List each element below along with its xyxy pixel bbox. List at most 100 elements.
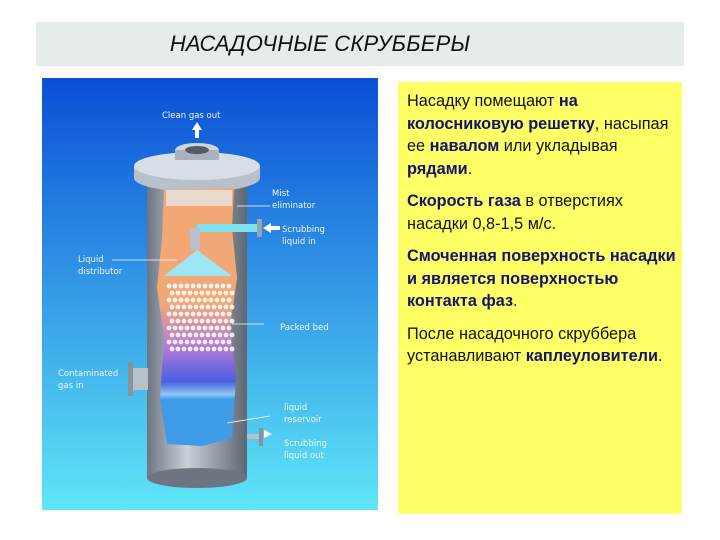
packing-element (187, 318, 193, 324)
text-run: или укладывая (499, 137, 618, 155)
packing-element (193, 332, 199, 338)
packing-element (220, 297, 226, 303)
packed-bed: (function(){var g=document.currentScript… (166, 283, 235, 352)
packing-element (184, 311, 190, 317)
label-liquid-reservoir-2: reservoir (284, 415, 322, 425)
label-mist-eliminator-2: eliminator (272, 201, 316, 211)
packing-element (169, 304, 175, 310)
packing-element (184, 297, 190, 303)
packing-element (166, 339, 172, 345)
packing-element (205, 318, 211, 324)
text-run: . (467, 159, 473, 178)
packing-element (217, 346, 223, 352)
packing-element (172, 325, 178, 331)
label-scrubbing-liquid-in: Scrubbing (282, 225, 325, 235)
packing-element (190, 339, 196, 345)
packing-element (187, 346, 193, 352)
packing-element (190, 325, 196, 331)
packing-element (175, 332, 181, 338)
packing-element (184, 339, 190, 345)
spray-cone (164, 250, 232, 276)
packing-element (211, 304, 217, 310)
text-run: Насадку помещают (407, 92, 559, 110)
packing-element (214, 325, 220, 331)
packing-element (205, 304, 211, 310)
label-scrubbing-liquid-out-2: liquid out (284, 451, 325, 461)
packing-element (166, 283, 172, 289)
packing-element (172, 311, 178, 317)
paragraph-gas-velocity: Скорость газа в отверстиях насадки 0,8-1… (407, 190, 676, 235)
cutaway-interior (157, 188, 237, 446)
packing-element (226, 325, 232, 331)
packing-element (196, 325, 202, 331)
packing-element (211, 290, 217, 296)
packing-element (223, 346, 229, 352)
label-scrubbing-liquid-in-2: liquid in (282, 237, 316, 247)
packing-element (169, 332, 175, 338)
packing-element (169, 346, 175, 352)
packing-element (178, 297, 184, 303)
packing-element (217, 290, 223, 296)
packing-element (211, 332, 217, 338)
packing-element (202, 283, 208, 289)
packing-element (229, 318, 235, 324)
packing-element (220, 325, 226, 331)
packing-element (223, 332, 229, 338)
packing-element (211, 318, 217, 324)
packing-element (205, 346, 211, 352)
text-run: в отверстиях насадки 0,8-1,5 м/с. (407, 192, 623, 233)
packing-element (226, 311, 232, 317)
packing-element (187, 290, 193, 296)
packing-element (184, 283, 190, 289)
label-contaminated-gas-in-2: gas in (58, 381, 83, 391)
slide-title: НАСАДОЧНЫЕ СКРУББЕРЫ (169, 31, 471, 56)
packing-element (202, 297, 208, 303)
packing-element (208, 283, 214, 289)
packing-element (193, 318, 199, 324)
packing-element (202, 311, 208, 317)
packing-element (217, 332, 223, 338)
packing-element (175, 290, 181, 296)
packing-element (187, 332, 193, 338)
packing-element (199, 346, 205, 352)
packing-element (217, 318, 223, 324)
packing-element (175, 346, 181, 352)
packing-element (166, 311, 172, 317)
packing-element (220, 283, 226, 289)
scrubber-diagram: (function(){var g=document.currentScript… (42, 78, 378, 510)
packing-element (175, 304, 181, 310)
packing-element (229, 304, 235, 310)
packing-element (214, 339, 220, 345)
packing-element (208, 339, 214, 345)
packing-element (178, 325, 184, 331)
packing-element (199, 318, 205, 324)
packing-element (208, 325, 214, 331)
packing-element (187, 304, 193, 310)
paragraph-packing-placement: Насадку помещают на колосниковую решетку… (407, 90, 676, 180)
packing-element (181, 304, 187, 310)
packing-element (190, 311, 196, 317)
text-run-bold: на колосниковую решетку (407, 92, 595, 133)
packing-element (229, 346, 235, 352)
packing-element (223, 290, 229, 296)
text-run-bold: рядами (407, 159, 468, 178)
packing-element (223, 318, 229, 324)
packing-element (181, 346, 187, 352)
packing-element (202, 325, 208, 331)
packing-element (178, 311, 184, 317)
packing-element (211, 346, 217, 352)
packing-element (214, 311, 220, 317)
packing-element (172, 283, 178, 289)
arrow-up-icon (192, 122, 202, 138)
label-liquid-distributor: Liquid (78, 255, 104, 265)
packing-element (217, 304, 223, 310)
packing-element (199, 332, 205, 338)
packing-element (202, 339, 208, 345)
text-run: . (513, 292, 518, 310)
packing-element (199, 290, 205, 296)
label-clean-gas-out: Clean gas out (162, 111, 221, 121)
text-run-bold: каплеуловители (525, 347, 659, 365)
packing-element (229, 332, 235, 338)
packing-element (169, 290, 175, 296)
packing-element (193, 346, 199, 352)
